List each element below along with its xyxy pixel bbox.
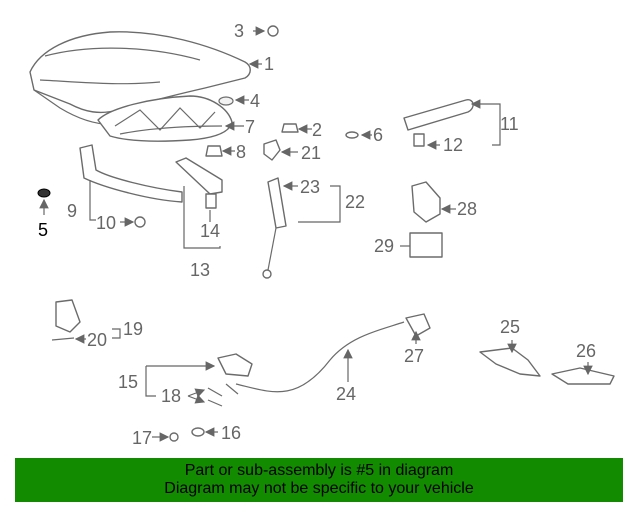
callout-11: 11 [500, 114, 519, 134]
part-28-latch [411, 181, 441, 223]
banner-line-2: Diagram may not be specific to your vehi… [164, 480, 474, 497]
part-6-ring [345, 131, 359, 139]
part-5-plug [37, 188, 51, 198]
part-2-clip [281, 123, 299, 133]
leader-lines [39, 26, 593, 442]
callout-20: 20 [87, 330, 107, 350]
info-banner: Part or sub-assembly is #5 in diagram Di… [15, 458, 623, 502]
part-26-support [551, 367, 615, 385]
part-3-clip [267, 25, 279, 37]
part-24-cable [235, 321, 405, 393]
part-20-spring [51, 337, 75, 341]
part-17-clip [169, 432, 179, 442]
callout-6: 6 [373, 125, 383, 145]
callout-13: 13 [190, 260, 210, 280]
banner-line-1: Part or sub-assembly is #5 in diagram [184, 462, 454, 479]
callout-5: 5 [38, 220, 48, 240]
part-9-seal [79, 144, 183, 203]
callout-26: 26 [576, 341, 596, 361]
callout-15: 15 [118, 372, 138, 392]
part-11-hinge [403, 99, 474, 131]
callout-24: 24 [336, 384, 356, 404]
part-10-clip [134, 216, 146, 228]
callout-7: 7 [245, 117, 255, 137]
callout-9: 9 [67, 201, 77, 221]
callout-23: 23 [300, 177, 320, 197]
part-8-clip [205, 145, 223, 157]
callout-18: 18 [161, 386, 181, 406]
callout-29: 29 [374, 236, 394, 256]
part-25-support [479, 347, 541, 377]
callout-17: 17 [132, 428, 152, 448]
part-13-stay [175, 157, 223, 195]
callout-27: 27 [404, 346, 424, 366]
part-21-bracket [263, 139, 281, 161]
part-22-strut [262, 177, 287, 279]
part-15-release [217, 353, 253, 377]
callout-8: 8 [236, 142, 246, 162]
part-16-clip [191, 427, 205, 437]
callout-10: 10 [96, 213, 116, 233]
callout-12: 12 [443, 135, 463, 155]
callout-16: 16 [221, 423, 241, 443]
callout-3: 3 [234, 21, 244, 41]
part-29-label [409, 232, 443, 258]
callout-numbers: 1 2 3 4 5 6 7 8 9 10 11 12 13 14 15 16 1… [38, 21, 596, 448]
callout-14: 14 [200, 221, 220, 241]
callout-4: 4 [250, 91, 260, 111]
callout-2: 2 [312, 120, 322, 140]
callout-28: 28 [457, 199, 477, 219]
callout-25: 25 [500, 317, 520, 337]
part-18-springs [207, 383, 239, 407]
part-12-bolt [413, 133, 425, 147]
hood-inner-frame [97, 95, 233, 142]
part-4-grommet [218, 96, 234, 106]
part-19-latch [55, 299, 81, 333]
callout-22: 22 [345, 192, 365, 212]
callout-19: 19 [123, 319, 143, 339]
callout-21: 21 [301, 143, 321, 163]
part-27-latch [405, 313, 431, 337]
part-14-clip [205, 193, 217, 209]
callout-1: 1 [264, 54, 274, 74]
